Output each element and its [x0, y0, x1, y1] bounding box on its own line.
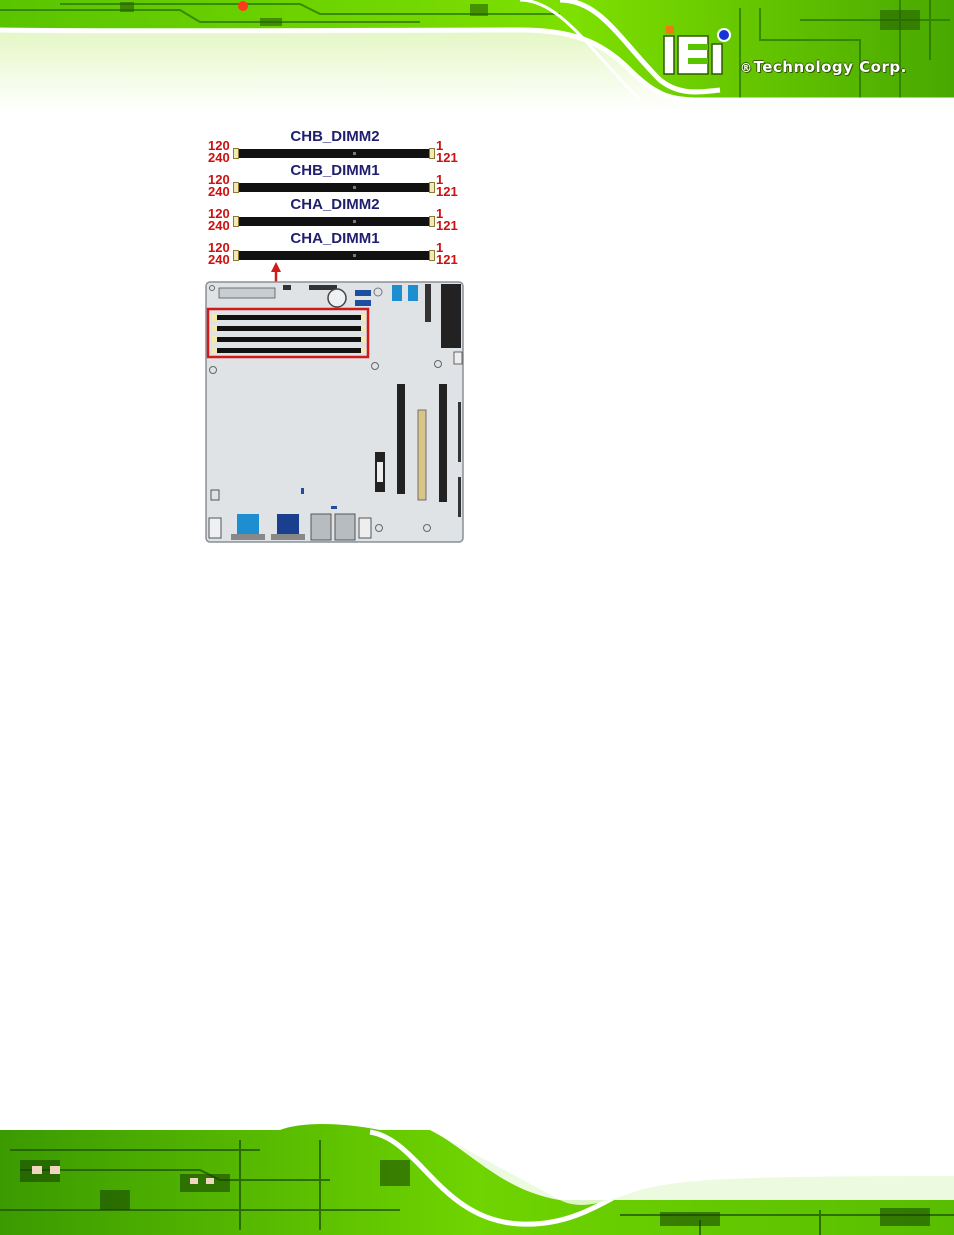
pin-label-left-bottom: 240	[208, 218, 230, 233]
dimm-slot-connector	[233, 148, 435, 159]
pin-label-right-bottom: 121	[436, 218, 458, 233]
pin-label-left-bottom: 240	[208, 184, 230, 199]
right-latch	[429, 250, 435, 261]
pin-label-right-top: 1	[436, 138, 444, 153]
pointer-arrowhead	[271, 262, 281, 272]
brand-name-text: Technology Corp.	[753, 58, 907, 76]
dimm-slot-name: CHA_DIMM1	[290, 230, 380, 247]
dimm-highlight-box	[206, 307, 370, 359]
pin-label-right-bottom: 121	[436, 252, 458, 267]
left-latch	[233, 250, 239, 261]
slot-key-notch	[353, 254, 356, 257]
pin-label-left-top: 120	[208, 240, 230, 255]
pin-label-right-top: 1	[436, 206, 444, 221]
dimm-slot-connector	[233, 182, 435, 193]
left-latch	[233, 182, 239, 193]
slot-key-notch	[353, 220, 356, 223]
rear-io-ports	[208, 488, 372, 541]
slot-key-notch	[353, 152, 356, 155]
pin-label-left-bottom: 240	[208, 150, 230, 165]
pin-label-left-bottom: 240	[208, 252, 230, 267]
left-latch	[233, 216, 239, 227]
expansion-slots	[375, 384, 461, 517]
registered-mark: ®	[740, 61, 753, 75]
right-latch	[429, 148, 435, 159]
motherboard-illustration	[205, 262, 464, 543]
dimm-slot-name: CHB_DIMM2	[290, 128, 380, 145]
dimm-slot-name: CHB_DIMM1	[290, 162, 380, 179]
pin-label-left-top: 120	[208, 206, 230, 221]
dimm-slot-connector	[233, 216, 435, 227]
pin-label-left-top: 120	[208, 172, 230, 187]
pin-label-right-bottom: 121	[436, 150, 458, 165]
footer-banner	[0, 1124, 954, 1235]
top-connectors	[218, 284, 463, 365]
right-latch	[429, 182, 435, 193]
mounting-holes	[209, 285, 442, 532]
header-banner	[0, 0, 954, 112]
pin-label-left-top: 120	[208, 138, 230, 153]
board-dimm-slots	[212, 314, 366, 354]
pin-label-right-top: 1	[436, 172, 444, 187]
dimm-slot-connector	[233, 250, 435, 261]
brand-name: ®Technology Corp.	[740, 58, 907, 76]
left-latch	[233, 148, 239, 159]
pin-label-right-top: 1	[436, 240, 444, 255]
right-latch	[429, 216, 435, 227]
pin-label-right-bottom: 121	[436, 184, 458, 199]
dimm-slot-name: CHA_DIMM2	[290, 196, 380, 213]
slot-key-notch	[353, 186, 356, 189]
